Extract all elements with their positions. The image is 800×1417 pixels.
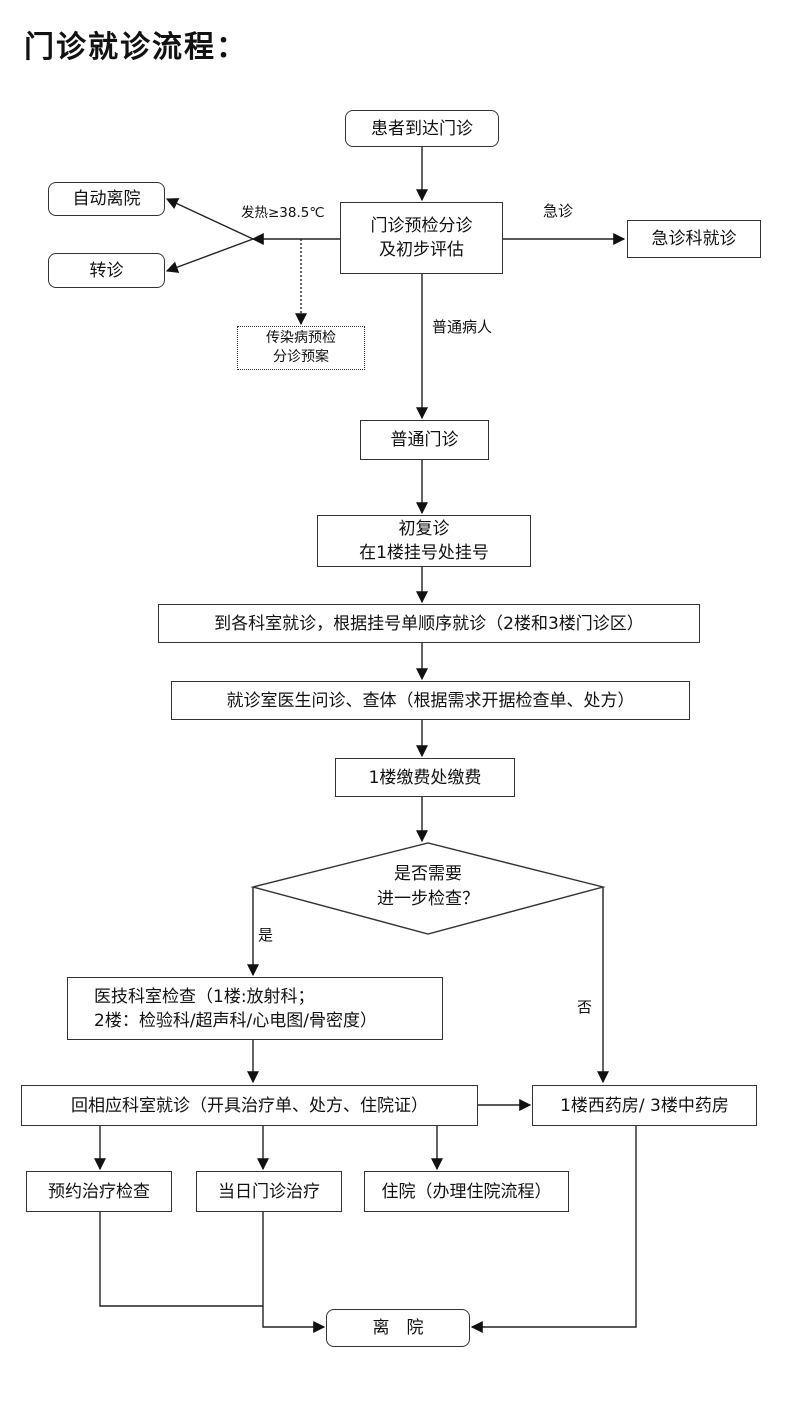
emergency-node: 急诊科就诊 <box>627 220 761 258</box>
same-day-label: 当日门诊治疗 <box>218 1181 320 1202</box>
department-visit-node: 到各科室就诊，根据挂号单顺序就诊（2楼和3楼门诊区） <box>158 604 700 643</box>
self-leave-label: 自动离院 <box>72 189 141 209</box>
edge-fever-self-leave <box>165 198 254 240</box>
return-department-node: 回相应科室就诊（开具治疗单、处方、住院证） <box>21 1085 478 1126</box>
emergency-label: 急诊科就诊 <box>651 229 737 249</box>
payment-node: 1楼缴费处缴费 <box>335 758 515 797</box>
arrive-label: 患者到达门诊 <box>371 118 473 139</box>
decision-diamond <box>250 842 606 935</box>
pharmacy-node: 1楼西药房/ 3楼中药房 <box>532 1085 757 1126</box>
normal-edge-label: 普通病人 <box>432 318 493 336</box>
triage-line-1: 门诊预检分诊 <box>370 216 473 236</box>
self-leave-node: 自动离院 <box>48 182 165 216</box>
dept-visit-label: 到各科室就诊，根据挂号单顺序就诊（2楼和3楼门诊区） <box>214 613 644 634</box>
exam-line-1: 医技科室检查（1楼:放射科； <box>94 986 315 1007</box>
page-title: 门诊就诊流程： <box>24 30 248 65</box>
decision-line-1: 是否需要 <box>394 864 462 884</box>
edge-sameday-discharge <box>262 1212 326 1333</box>
inpatient-node: 住院（办理住院流程） <box>364 1171 569 1212</box>
edge-appointment-merge <box>99 1212 263 1307</box>
pay-label: 1楼缴费处缴费 <box>368 767 482 788</box>
consult-label: 就诊室医生问诊、查体（根据需求开据检查单、处方） <box>226 690 635 711</box>
infect-line-2: 分诊预案 <box>273 349 329 365</box>
yes-edge-label: 是 <box>258 926 274 944</box>
pharmacy-label: 1楼西药房/ 3楼中药房 <box>560 1095 729 1116</box>
return-label: 回相应科室就诊（开具治疗单、处方、住院证） <box>71 1095 428 1116</box>
registration-node: 初复诊 在1楼挂号处挂号 <box>317 515 531 567</box>
general-label: 普通门诊 <box>390 430 459 450</box>
exam-line-2: 2楼：检验科/超声科/心电图/骨密度） <box>94 1010 377 1031</box>
consultation-node: 就诊室医生问诊、查体（根据需求开据检查单、处方） <box>171 681 690 720</box>
general-clinic-node: 普通门诊 <box>360 420 489 460</box>
inpatient-label: 住院（办理住院流程） <box>381 1181 552 1202</box>
fever-edge-label: 发热≥38.5℃ <box>241 205 325 221</box>
transfer-node: 转诊 <box>48 253 165 288</box>
decision-text: 是否需要 进一步检查？ <box>353 862 503 912</box>
edge-pharmacy-discharge <box>470 1126 637 1333</box>
discharge-label: 离 院 <box>372 1318 424 1338</box>
medical-exam-node: 医技科室检查（1楼:放射科； 2楼：检验科/超声科/心电图/骨密度） <box>67 977 443 1040</box>
register-line-1: 初复诊 <box>398 519 450 539</box>
discharge-node: 离 院 <box>326 1309 470 1347</box>
no-edge-label: 否 <box>577 998 593 1016</box>
register-line-2: 在1楼挂号处挂号 <box>359 543 489 563</box>
arrive-node: 患者到达门诊 <box>345 110 499 147</box>
appointment-node: 预约治疗检查 <box>26 1171 172 1212</box>
triage-line-2: 及初步评估 <box>379 240 464 260</box>
infect-line-1: 传染病预检 <box>266 330 336 346</box>
edge-fever-transfer <box>165 238 254 273</box>
transfer-label: 转诊 <box>89 260 124 281</box>
appointment-label: 预约治疗检查 <box>48 1181 150 1202</box>
emergency-edge-label: 急诊 <box>543 202 574 220</box>
decision-line-2: 进一步检查？ <box>377 889 479 909</box>
infectious-plan-node: 传染病预检 分诊预案 <box>237 326 365 370</box>
same-day-treatment-node: 当日门诊治疗 <box>196 1171 342 1212</box>
triage-node: 门诊预检分诊 及初步评估 <box>340 202 503 274</box>
